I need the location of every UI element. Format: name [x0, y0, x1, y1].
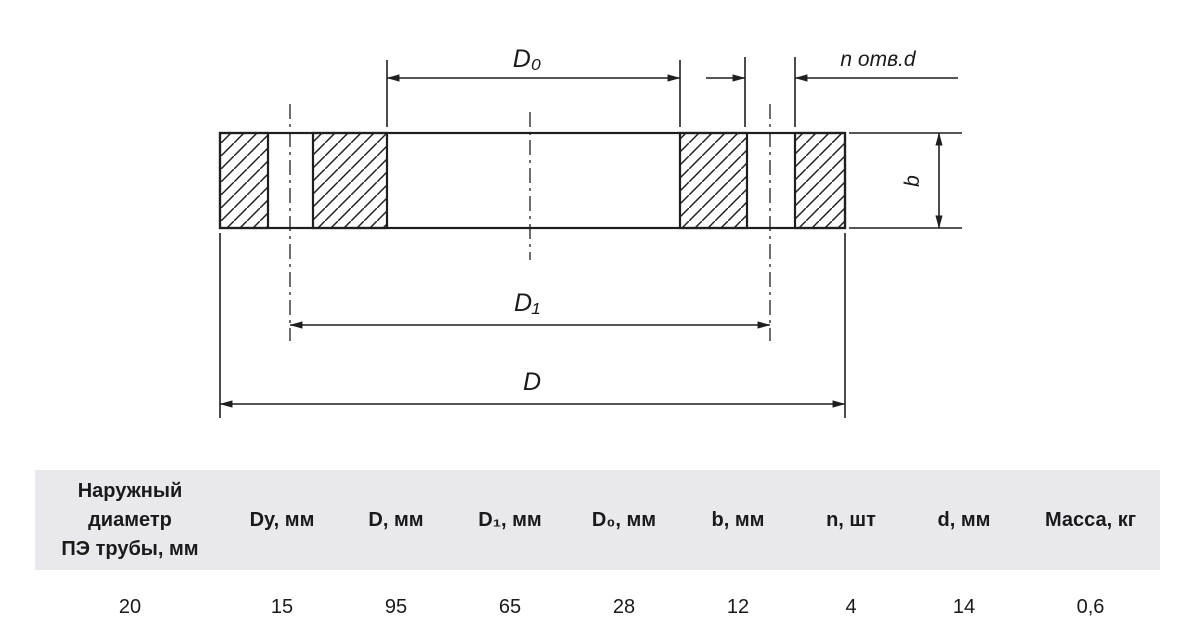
- table-header-mass: Масса, кг: [1044, 508, 1137, 531]
- dimension-label-d0: D₀: [513, 45, 542, 73]
- table-header-n: n, шт: [826, 508, 876, 531]
- dimension-label-holes: n отв.d: [840, 48, 916, 71]
- hatch-section-right-inner: [678, 131, 749, 230]
- dimension-label-b: b: [901, 175, 924, 187]
- table-cell-d0: 28: [612, 596, 636, 618]
- table-cell-d: 95: [384, 596, 408, 618]
- table-header-d-hole: d, мм: [937, 508, 991, 531]
- dimension-label-d: D: [523, 368, 541, 396]
- table-cell-mass: 0,6: [1076, 596, 1105, 618]
- hatch-section-right-outer: [793, 131, 847, 230]
- flange-outline: [218, 131, 847, 230]
- table-header-row: Наружный диаметр ПЭ трубы, мм Dy, мм D, …: [35, 470, 1160, 570]
- table-cell-d-hole: 14: [952, 596, 976, 618]
- hatch-section-left-outer: [218, 131, 270, 230]
- table-data-row: 20 15 95 65 28 12 4 14 0,6: [35, 596, 1160, 619]
- table-cell-pipe-diameter: 20: [118, 596, 142, 618]
- table-header-dy: Dy, мм: [249, 508, 315, 531]
- table-header-pipe-diameter: Наружный диаметр ПЭ трубы, мм: [61, 479, 199, 560]
- table-header-b: b, мм: [711, 508, 765, 531]
- table-cell-n: 4: [845, 596, 857, 618]
- table-cell-b: 12: [726, 596, 750, 618]
- hatch-section-left-inner: [311, 131, 389, 230]
- table-header-d: D, мм: [368, 508, 424, 531]
- flange-section-drawing: D₀ n отв.d b D₁ D: [218, 45, 962, 418]
- dimension-label-d1: D₁: [514, 289, 540, 317]
- table-cell-d1: 65: [498, 596, 522, 618]
- table-header-d1: D₁, мм: [478, 508, 542, 531]
- table-cell-dy: 15: [270, 596, 294, 618]
- table-header-d0: D₀, мм: [591, 508, 657, 531]
- dimensions-table: Наружный диаметр ПЭ трубы, мм Dy, мм D, …: [35, 470, 1160, 619]
